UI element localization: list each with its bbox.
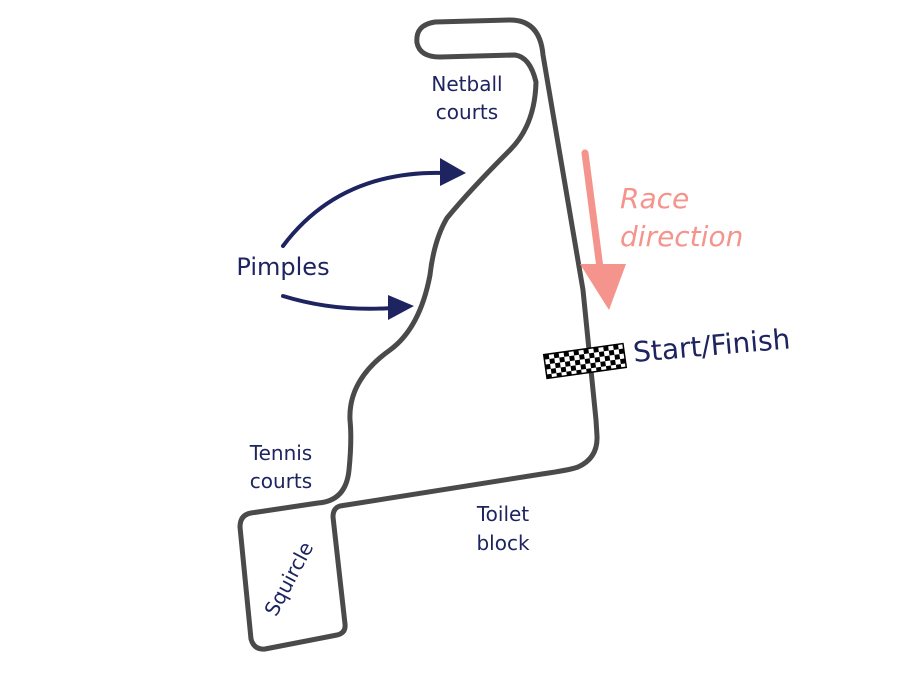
start-finish-label: Start/Finish: [632, 322, 792, 369]
netball-courts-label-line2: courts: [436, 100, 498, 124]
race-direction-label-line1: Race: [620, 182, 689, 215]
tennis-courts-label-line1: Tennis: [249, 441, 312, 465]
squircle-label: Squircle: [259, 538, 318, 620]
checkered-flag-icon: [542, 342, 628, 380]
netball-courts-label-line1: Netball: [431, 72, 502, 96]
pimples-label: Pimples: [236, 253, 329, 281]
race-direction-label-line2: direction: [620, 220, 743, 253]
curved-arrow-icon: [281, 294, 414, 320]
toilet-block-label-line2: block: [476, 531, 529, 555]
race-track: [237, 17, 600, 652]
down-arrow-icon: [580, 149, 626, 310]
curved-arrow-icon: [281, 158, 466, 248]
tennis-courts-label-line2: courts: [250, 469, 312, 493]
toilet-block-label-line1: Toilet: [476, 502, 529, 526]
